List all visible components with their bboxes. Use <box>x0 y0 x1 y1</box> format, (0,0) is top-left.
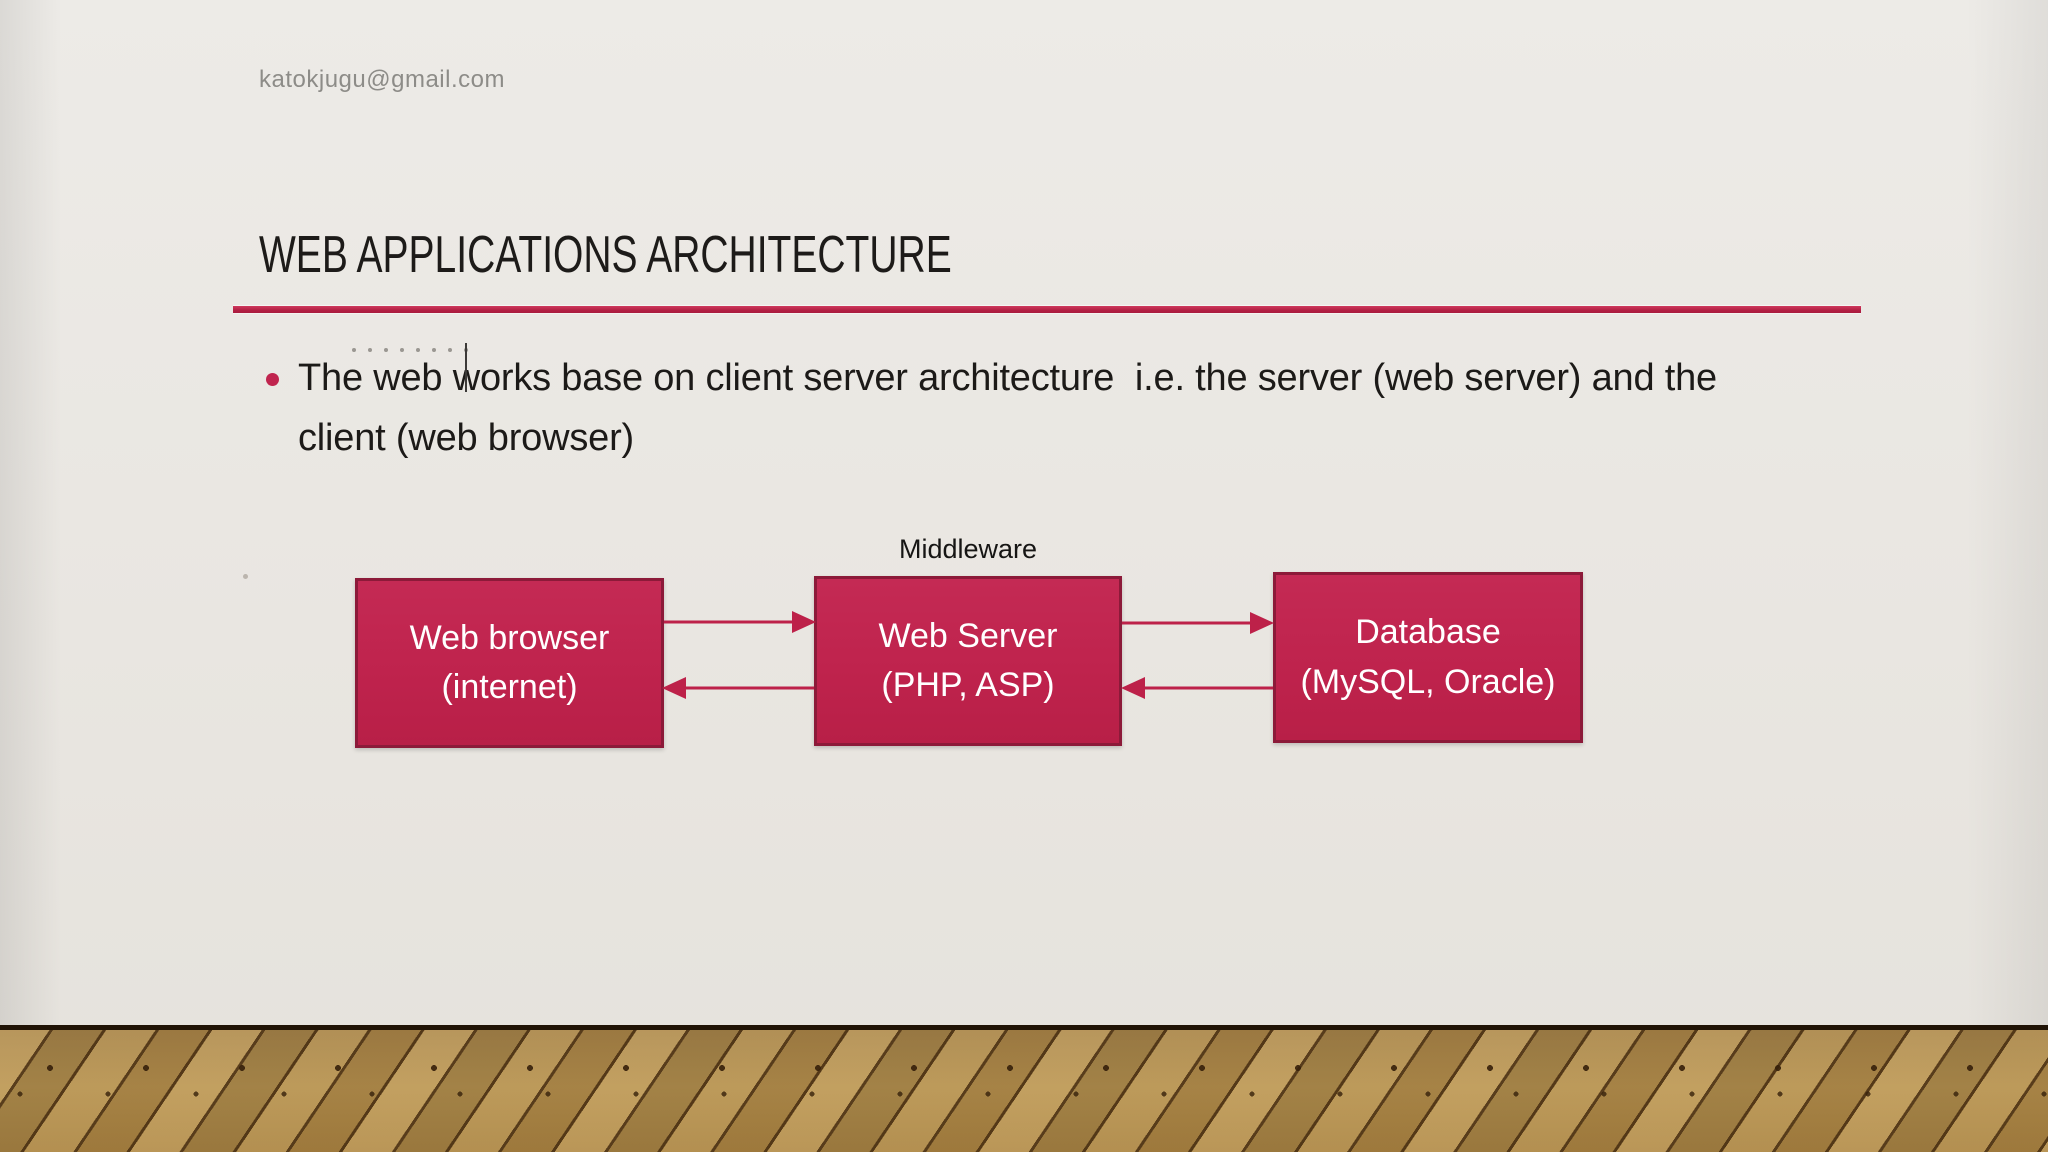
wood-floor-decoration <box>0 1025 2048 1152</box>
author-email: katokjugu@gmail.com <box>259 66 505 93</box>
web-browser-box: Web browser (internet) <box>355 578 664 748</box>
stray-dot-artifact <box>243 574 248 579</box>
arrow-server-to-database <box>1122 612 1274 634</box>
database-box-line-2: (MySQL, Oracle) <box>1300 662 1556 701</box>
database-box-line-1: Database <box>1355 613 1501 652</box>
bullet-text-line-1: The web works base on client server arch… <box>298 357 1717 399</box>
web-browser-box-line-1: Web browser <box>409 618 610 657</box>
selection-dots-artifact <box>352 348 468 352</box>
slide-title: WEB APPLICATIONS ARCHITECTURE <box>259 226 952 284</box>
arrow-browser-to-server <box>664 611 816 633</box>
arrow-server-to-browser <box>662 677 814 699</box>
text-cursor <box>465 343 467 392</box>
bullet-text-line-2: client (web browser) <box>298 417 634 459</box>
database-box: Database (MySQL, Oracle) <box>1273 572 1583 743</box>
web-server-box-line-1: Web Server <box>878 616 1058 655</box>
arrow-database-to-server <box>1121 677 1273 699</box>
bullet-marker <box>266 373 279 386</box>
title-underline <box>233 306 1861 313</box>
web-server-box: Web Server (PHP, ASP) <box>814 576 1122 746</box>
web-browser-box-line-2: (internet) <box>441 668 578 706</box>
web-server-box-line-2: (PHP, ASP) <box>881 666 1055 704</box>
middleware-label: Middleware <box>898 534 1038 564</box>
